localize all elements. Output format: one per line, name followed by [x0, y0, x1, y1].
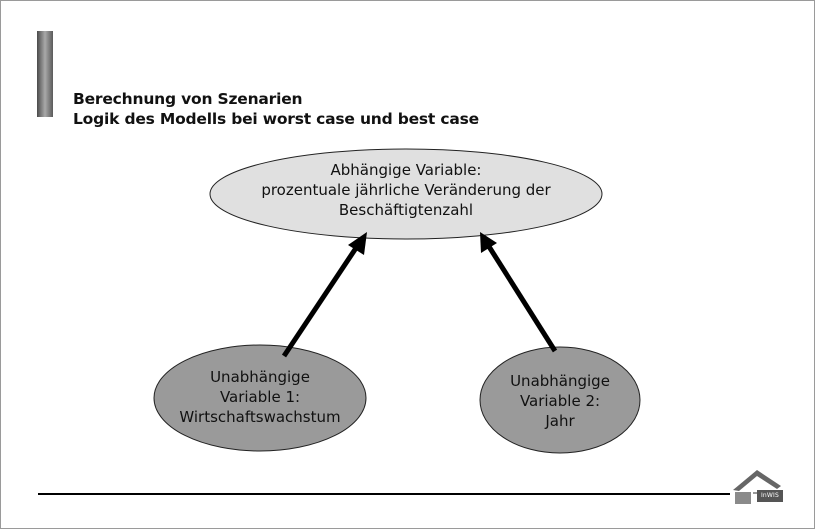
slide-title: Berechnung von Szenarien Logik des Model… [73, 89, 479, 129]
arrow-independent-1-to-dependent [281, 232, 367, 358]
independent-variable-1-line-1: Unabhängige [210, 368, 310, 386]
footer-divider [38, 493, 730, 495]
title-line-1: Berechnung von Szenarien [73, 90, 303, 108]
independent-variable-1-line-3: Wirtschaftswachstum [179, 408, 341, 426]
dependent-variable-ellipse [209, 148, 603, 240]
independent-variable-2-ellipse [479, 346, 641, 454]
independent-variable-2-line-1: Unabhängige [510, 372, 610, 390]
arrow-independent-2-to-dependent [480, 232, 558, 353]
inwis-logo-text: InWIS [757, 490, 783, 502]
independent-variable-2-text: Unabhängige Variable 2: Jahr [480, 371, 640, 431]
title-line-2: Logik des Modells bei worst case und bes… [73, 110, 479, 128]
independent-variable-2-line-3: Jahr [545, 412, 575, 430]
independent-variable-1-ellipse [153, 344, 367, 452]
independent-variable-1-text: Unabhängige Variable 1: Wirtschaftswachs… [160, 367, 360, 427]
independent-variable-2-line-2: Variable 2: [519, 392, 601, 410]
dependent-variable-text: Abhängige Variable: prozentuale jährlich… [216, 160, 596, 220]
independent-variable-1-line-2: Variable 1: [219, 388, 301, 406]
dependent-variable-line-1: Abhängige Variable: [330, 161, 482, 179]
dependent-variable-line-3: Beschäftigtenzahl [338, 201, 474, 219]
title-accent-bar [37, 31, 53, 117]
dependent-variable-line-2: prozentuale jährliche Veränderung der [261, 181, 551, 199]
